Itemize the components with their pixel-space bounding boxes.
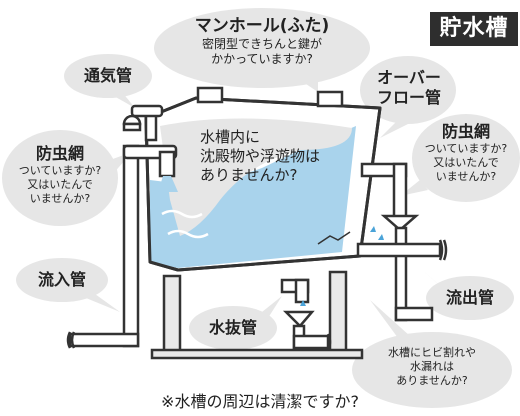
tank-inside-callout: 水槽内に 沈殿物や浮遊物は ありませんか? — [180, 128, 360, 184]
water-waves — [161, 209, 209, 239]
tank-inside-line-1: 水槽内に — [200, 128, 261, 146]
footer-note: ※水槽の周辺は清潔ですか? — [161, 392, 359, 411]
manhole-lids — [196, 86, 344, 108]
insect-net-right-line-1: ついていますか? — [424, 142, 508, 155]
bubble-drain — [189, 306, 277, 350]
drain-pipe — [280, 278, 332, 351]
bubble-outflow — [426, 276, 514, 320]
insect-net-right-callout: 防虫網 ついていますか? 又はいたんで いませんか? — [414, 122, 518, 183]
vent-pipe — [122, 104, 164, 142]
insect-net-left-heading: 防虫網 — [35, 144, 84, 163]
insect-net-left-callout: 防虫網 ついていますか? 又はいたんで いませんか? — [6, 144, 114, 205]
crack-check-line-2: 水漏れは — [410, 359, 454, 373]
tank-supports — [150, 270, 364, 360]
tank-inside-line-2: 沈殿物や浮遊物は — [200, 146, 321, 165]
insect-net-left-line-3: いませんか? — [29, 191, 91, 205]
overflow-line-2: フロー管 — [376, 88, 441, 107]
bubble-overflow-tail — [380, 120, 412, 138]
manhole-line-1: 密閉型できちんと鍵が — [201, 37, 322, 52]
inflow-pipe — [66, 144, 178, 349]
tank-water — [150, 126, 356, 268]
manhole-heading: マンホール(ふた) — [194, 16, 330, 36]
insect-net-right-heading: 防虫網 — [441, 122, 490, 141]
bubble-manhole-tail — [300, 78, 318, 92]
outflow-pipe-label: 流出管 — [445, 288, 494, 307]
overflow-line-1: オーバー — [377, 68, 441, 87]
bubble-crack — [352, 332, 512, 408]
tank-inside-line-3: ありませんか? — [200, 165, 298, 184]
bubble-vent — [64, 54, 152, 98]
insect-net-left-line-1: ついていますか? — [18, 164, 102, 177]
insect-net-right-line-2: 又はいたんで — [433, 155, 499, 169]
drain-drip — [300, 300, 306, 306]
drain-pipe-label: 水抜管 — [208, 318, 257, 337]
overflow-callout: オーバー フロー管 — [364, 68, 454, 108]
outflow-pipe — [356, 239, 448, 261]
overflow-pipe — [360, 162, 434, 322]
insect-net-right-line-3: いませんか? — [435, 169, 497, 183]
bubble-insect-right — [412, 114, 520, 202]
crack-check-line-1: 水槽にヒビ割れや — [388, 346, 476, 359]
bubble-overflow — [360, 56, 456, 124]
bubble-inflow-tail — [86, 294, 120, 312]
bubble-inflow — [16, 258, 108, 302]
tank-crack — [317, 231, 351, 245]
bubble-crack-tail — [370, 300, 410, 338]
tank-inner-overlay — [160, 118, 352, 236]
bubble-outflow-tail — [420, 268, 445, 290]
bubble-insect-left — [2, 130, 118, 226]
manhole-callout: マンホール(ふた) 密閉型できちんと鍵が かかっていますか? — [168, 16, 356, 67]
crack-check-line-3: ありませんか? — [396, 373, 468, 387]
bubble-drain-tail — [262, 296, 282, 318]
manhole-line-2: かかっていますか? — [211, 52, 313, 67]
inflow-pipe-label: 流入管 — [37, 270, 86, 289]
leak-drips — [370, 226, 384, 240]
bubble-manhole — [154, 8, 370, 88]
insect-net-left-line-2: 又はいたんで — [27, 177, 93, 191]
bubble-vent-tail — [112, 92, 135, 108]
inflow-stream — [158, 176, 178, 192]
crack-check-callout: 水槽にヒビ割れや 水漏れは ありませんか? — [362, 346, 502, 387]
vent-pipe-label: 通気管 — [83, 66, 132, 85]
page-title: 貯水槽 — [430, 12, 518, 46]
